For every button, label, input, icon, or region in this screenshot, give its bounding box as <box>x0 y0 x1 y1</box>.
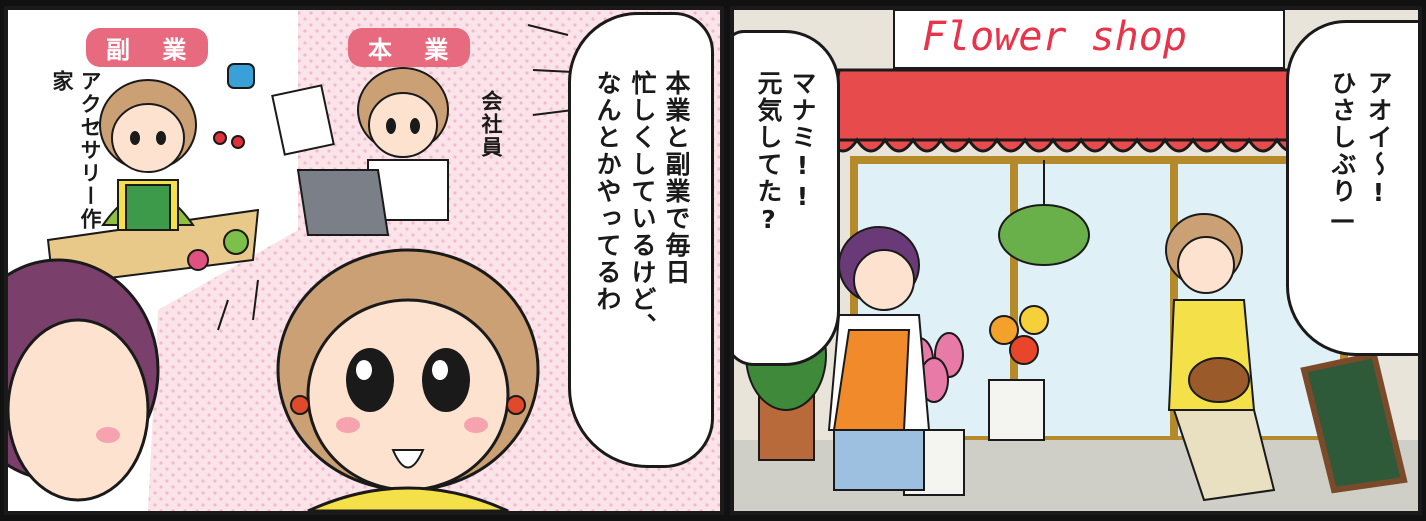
speech-bubble-main <box>568 12 714 468</box>
speech-main-line-3: なんとかやってるわ <box>593 70 622 313</box>
speech-left-line-2: 元気してた? <box>754 70 783 236</box>
comic-panel-1: 副 業 本 業 アクセサリー作家 会社員 なんとかやってるわ 忙しくしているけど… <box>4 6 724 515</box>
comic-panel-2: Flower shop 元気してた? マナミ!! ひさしぶり— アオイ〜! <box>730 6 1422 515</box>
side-job-caption: アクセサリー作家 <box>50 70 102 231</box>
shop-sign-text: Flower shop <box>922 14 1187 60</box>
speech-right-line-1: アオイ〜! <box>1364 70 1393 209</box>
main-job-tag: 本 業 <box>348 28 471 67</box>
speech-main-line-2: 忙しくしているけど、 <box>628 70 657 340</box>
side-job-tag: 副 業 <box>86 28 209 67</box>
speech-right-line-2: ひさしぶり— <box>1328 70 1357 236</box>
speech-bubble-right <box>1286 20 1418 356</box>
speech-bubble-left <box>734 30 840 366</box>
speech-main-line-1: 本業と副業で毎日 <box>662 70 691 286</box>
speech-left-line-1: マナミ!! <box>788 70 817 213</box>
main-job-caption: 会社員 <box>479 90 503 159</box>
